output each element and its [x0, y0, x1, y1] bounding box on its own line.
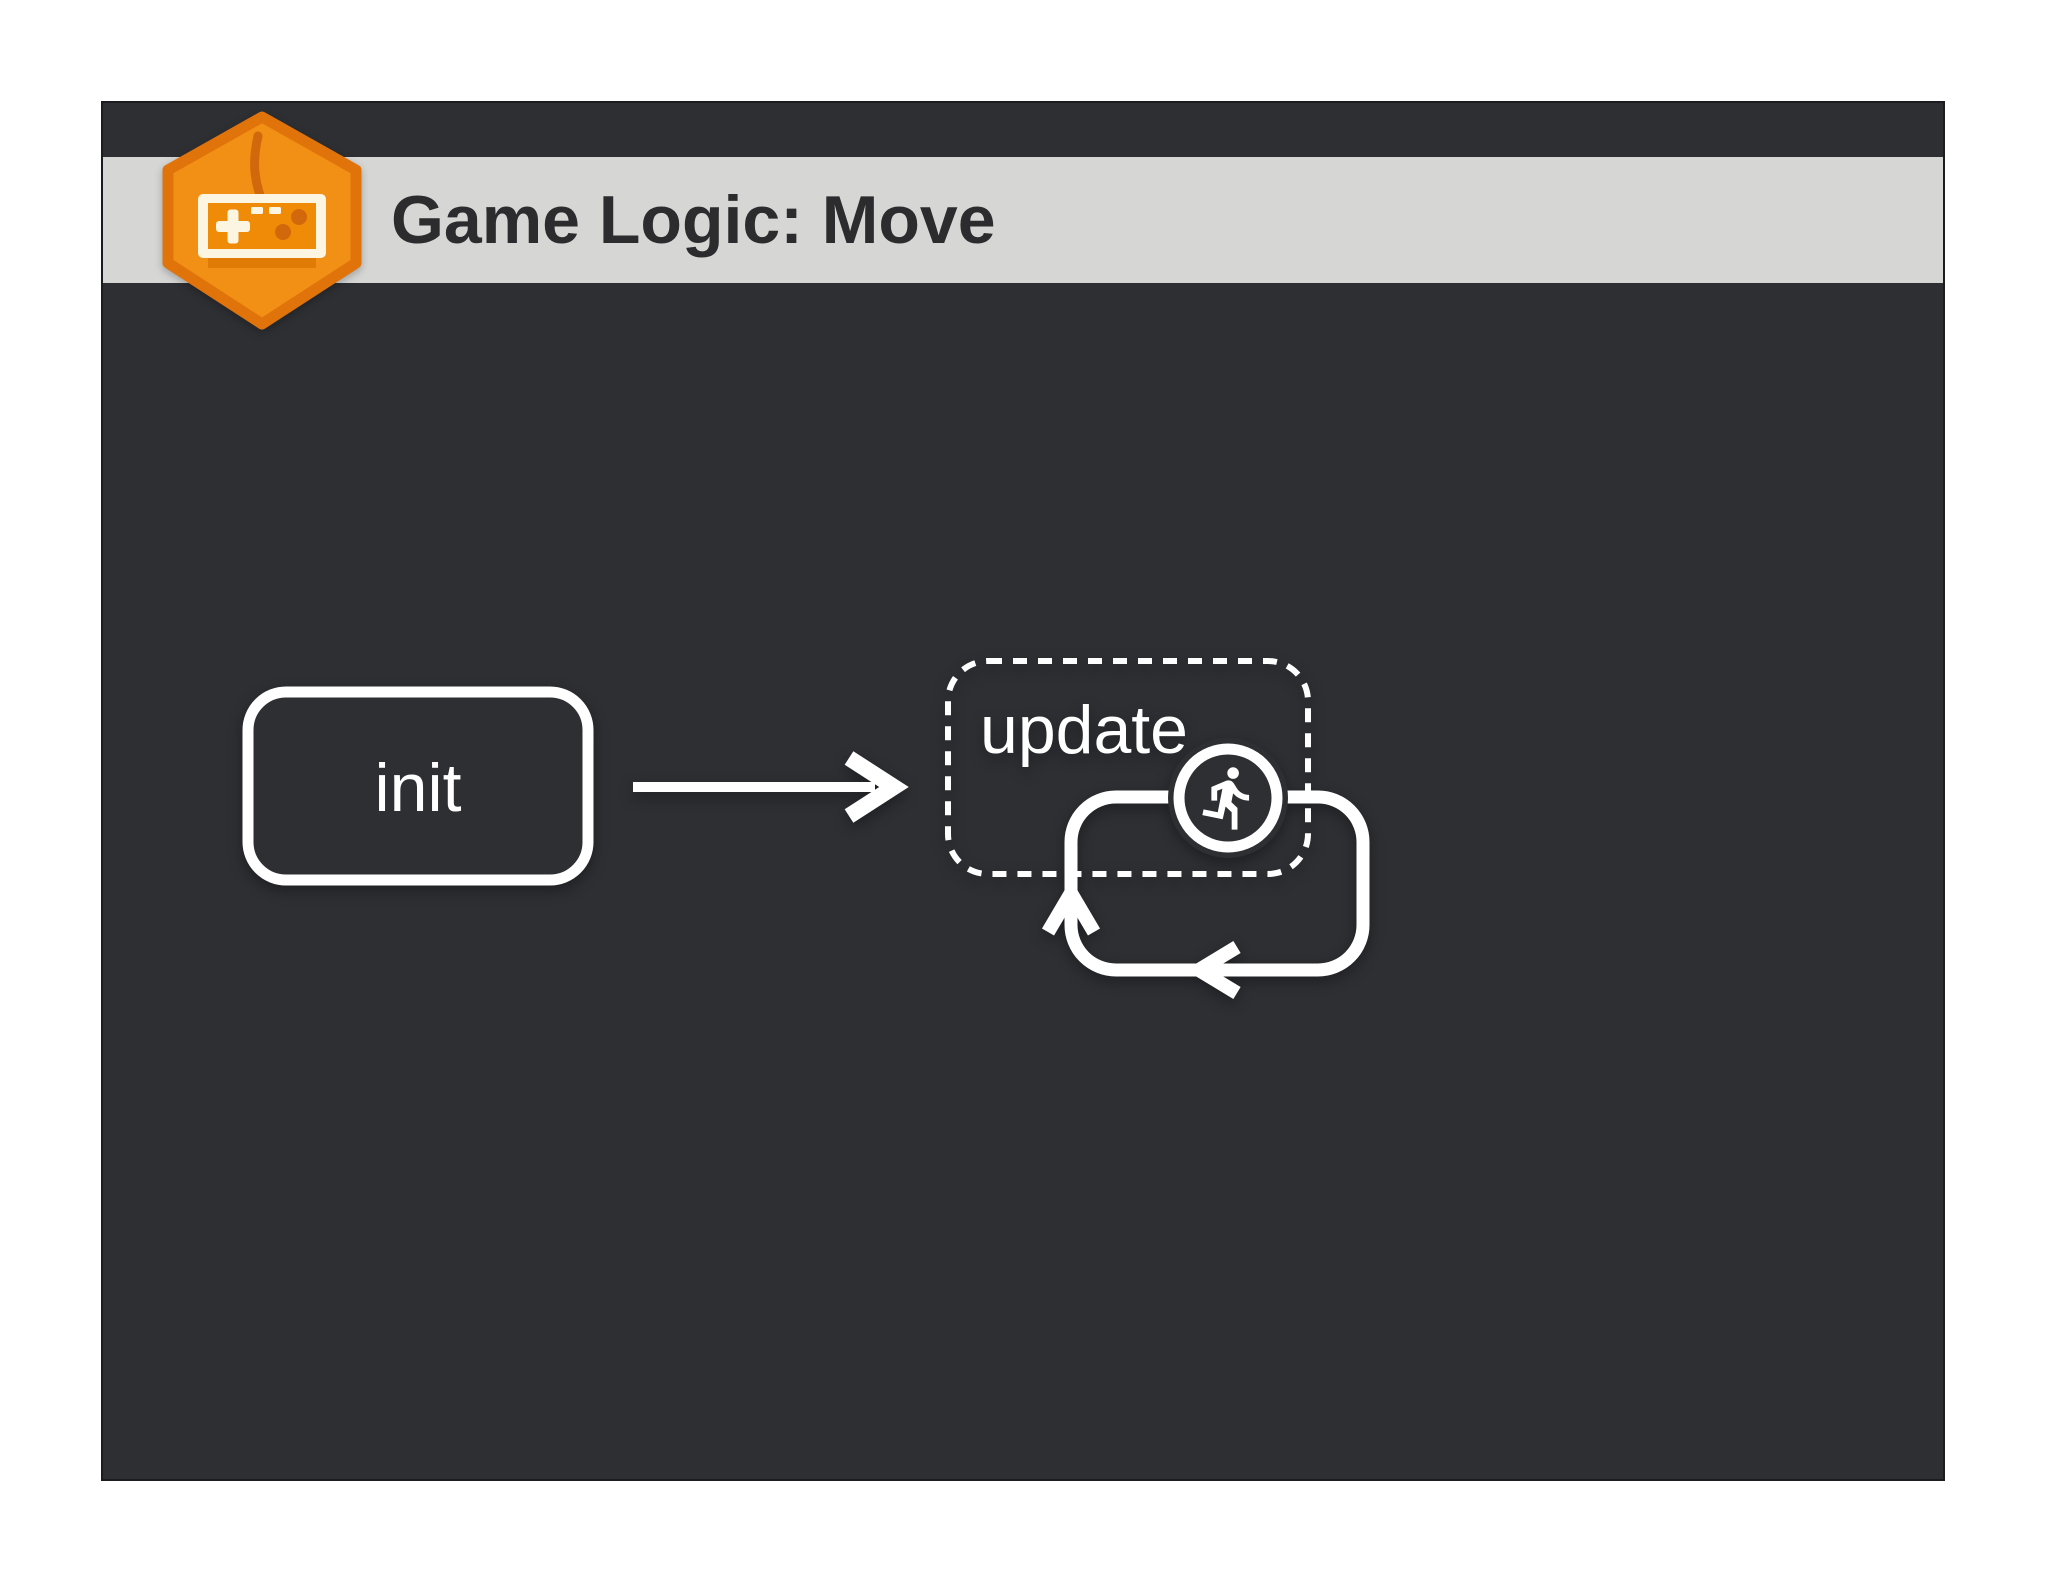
- slide-title: Game Logic: Move: [391, 182, 996, 258]
- game-loop-diagram: update init: [242, 658, 1370, 999]
- loop-arrowhead-up-icon: [1041, 879, 1101, 936]
- loop-arrowhead-left-icon: [1185, 941, 1241, 999]
- controller-buttons: [275, 209, 307, 240]
- init-label: init: [375, 750, 462, 826]
- controller-indicator-dashes: [251, 207, 281, 214]
- slide: Game Logic: Move update: [103, 103, 1943, 1479]
- game-controller-badge: [162, 111, 362, 330]
- title-bar: Game Logic: Move: [103, 157, 1943, 283]
- init-box: [242, 686, 594, 886]
- update-box: [945, 658, 1311, 877]
- running-person-icon: [1202, 767, 1250, 830]
- controller-cord: [250, 131, 266, 203]
- controller-dpad: [216, 209, 250, 244]
- update-label: update: [980, 692, 1188, 768]
- controller-shadow: [208, 258, 316, 268]
- arrowhead-right-icon: [844, 751, 909, 823]
